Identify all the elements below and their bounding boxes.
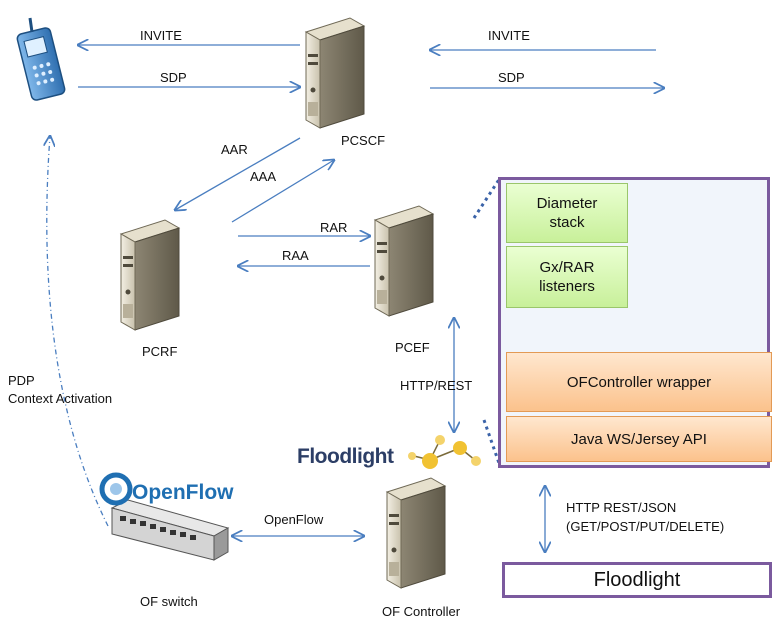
http-json-line1: HTTP REST/JSON: [566, 500, 677, 515]
of-switch-label: OF switch: [140, 594, 198, 609]
of-controller-label: OF Controller: [382, 604, 461, 619]
sdp-right-label: SDP: [498, 70, 525, 85]
pdp-label: PDP Context Activation: [8, 372, 112, 408]
floodlight-logo-text: Floodlight: [297, 445, 394, 468]
gx-line1: Gx/RAR: [539, 258, 595, 276]
gx-line2: listeners: [539, 278, 595, 295]
of-switch-icon: [110, 499, 230, 561]
openflow-logo-icon: [99, 472, 133, 506]
aar-arrow: [175, 137, 301, 210]
pcrf-label: PCRF: [142, 344, 178, 359]
http-json-label: HTTP REST/JSON (GET/POST/PUT/DELETE): [566, 498, 724, 536]
pcscf-label: PCSCF: [341, 133, 386, 148]
of-controller-server-icon: [386, 477, 446, 589]
mobile-phone-icon: [16, 17, 66, 101]
invite-left-label: INVITE: [140, 28, 182, 43]
http-json-line2: (GET/POST/PUT/DELETE): [566, 519, 725, 534]
rar-label: RAR: [320, 220, 348, 235]
ofcontroller-wrapper-box: OFController wrapper: [506, 352, 772, 412]
pcef-server-icon: [374, 205, 434, 317]
message-arrows: [47, 45, 682, 552]
gx-rar-listeners-box: Gx/RAR listeners: [506, 246, 628, 308]
aaa-label: AAA: [250, 169, 277, 184]
pcef-label: PCEF: [395, 340, 430, 355]
openflow-label: OpenFlow: [264, 512, 324, 527]
floodlight-logo-icon: [408, 435, 481, 469]
aar-label: AAR: [221, 142, 248, 157]
pcrf-server-icon: [120, 219, 180, 331]
pcscf-server-icon: [305, 17, 365, 129]
diameter-line1: Diameter: [536, 194, 598, 212]
java-ws-jersey-box: Java WS/Jersey API: [506, 416, 772, 462]
diameter-line2: stack: [549, 214, 585, 231]
aaa-arrow: [231, 160, 334, 223]
invite-right-label: INVITE: [488, 28, 530, 43]
zoom-lines: [472, 177, 502, 467]
pdp-label-line2: Context Activation: [8, 391, 113, 406]
openflow-logo-text: OpenFlow: [132, 481, 234, 504]
raa-label: RAA: [282, 248, 309, 263]
sdp-left-label: SDP: [160, 70, 187, 85]
http-rest-label: HTTP/REST: [400, 378, 473, 393]
pdp-activation-arrow: [47, 136, 109, 527]
floodlight-box: Floodlight: [502, 562, 772, 598]
diameter-stack-box: Diameter stack: [506, 183, 628, 243]
pdp-label-line1: PDP: [8, 373, 35, 388]
